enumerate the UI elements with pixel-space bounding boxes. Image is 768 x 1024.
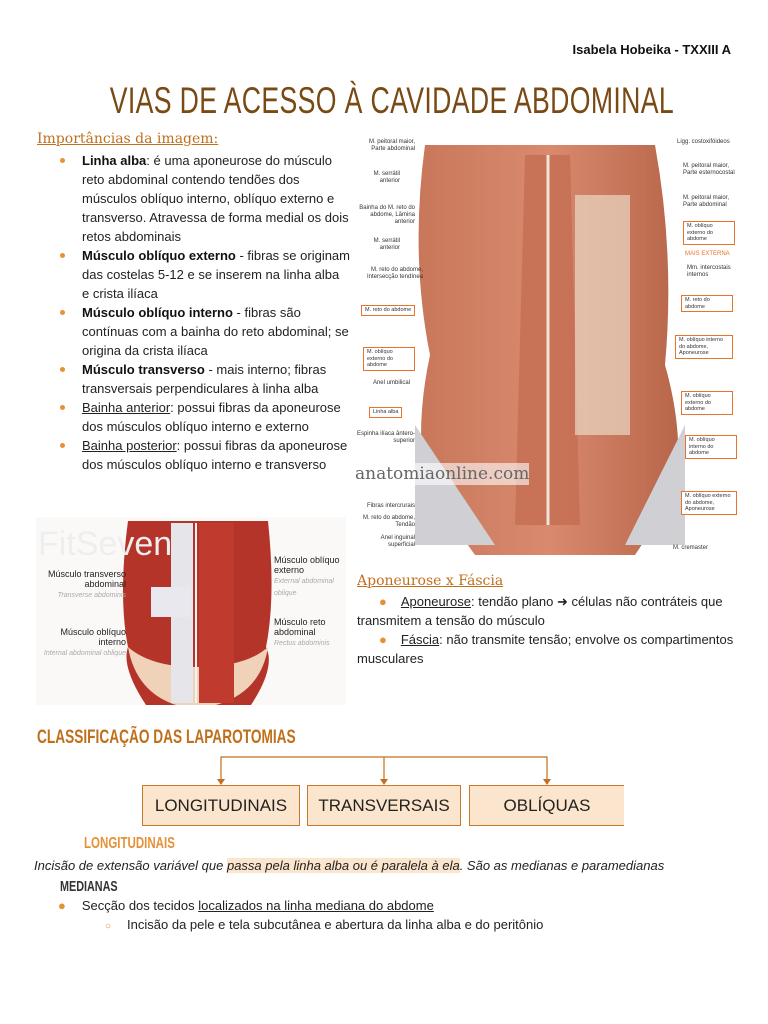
list-item: Bainha posterior: possui fibras da apone… — [58, 436, 350, 474]
medianas-sub-bullet: ○Incisão da pele e tela subcutânea e abe… — [105, 917, 544, 932]
figure-label: Fibras intercrurais — [366, 503, 415, 509]
figure-label: M. peitoral maior, Parte abdominal — [368, 139, 415, 152]
figure-label: M. reto do abdome, Tendão — [362, 515, 415, 528]
figure-label: M. serrátil anterior — [373, 238, 400, 251]
figure-label: Espinha ilíaca ântero-superior — [356, 431, 415, 444]
torso-illustration — [123, 521, 272, 705]
figure-boxed-label: M. oblíquo interno do abdome, Aponeurose — [675, 335, 733, 359]
list-item: Músculo oblíquo interno - fibras são con… — [58, 303, 350, 360]
box-longitudinais: LONGITUDINAIS — [142, 785, 300, 826]
importancias-list: Linha alba: é uma aponeurose do músculo … — [58, 151, 350, 474]
figure-label: M. peitoral maior, Parte abdominal — [683, 195, 730, 208]
classification-connectors — [217, 756, 551, 785]
figure-boxed-label: Linha alba — [369, 407, 403, 418]
figure-label: M. serrátil anterior — [373, 171, 400, 184]
longitudinais-text: Incisão de extensão variável que passa p… — [34, 858, 665, 873]
watermark: anatomiaonline.com — [355, 463, 530, 485]
figure-label: Anel inguinal superficial — [380, 535, 415, 548]
figure-boxed-label: M. reto do abdome — [681, 295, 733, 312]
figure-label: Mm. intercostais internos — [687, 265, 731, 278]
watermark: FitSeven — [38, 525, 173, 563]
author-header: Isabela Hobeika - TXXIII A — [572, 42, 731, 57]
figure-label: Bainha do M. reto do abdome, Lâmina ante… — [359, 205, 415, 225]
figure-boxed-label: M. oblíquo externo do abdome, Aponeurose — [681, 491, 737, 515]
annotation: MAIS EXTERNA — [685, 251, 730, 257]
muscle-illustration — [415, 145, 685, 555]
figure-label: Anel umbilical — [372, 380, 410, 386]
longitudinais-heading: LONGITUDINAIS — [84, 835, 175, 852]
figure-boxed-label: M. oblíquo externo do abdome — [683, 221, 735, 245]
figure-label: M. reto do abdome, Intersecção tendínea — [366, 267, 423, 280]
figure-boxed-label: M. oblíquo externo do abdome — [363, 347, 415, 371]
classificacao-heading: CLASSIFICAÇÃO DAS LAPAROTOMIAS — [37, 727, 296, 748]
list-item: Linha alba: é uma aponeurose do músculo … — [58, 151, 350, 246]
aponeurose-heading: Aponeurose x Fáscia — [357, 573, 504, 589]
figure-label: M. peitoral maior, Parte esternocostal — [683, 163, 735, 176]
list-item: Bainha anterior: possui fibras da aponeu… — [58, 398, 350, 436]
importancias-heading: Importâncias da imagem: — [37, 131, 219, 147]
box-obliquas: OBLÍQUAS — [469, 785, 624, 826]
box-transversais: TRANSVERSAIS — [307, 785, 461, 826]
figure-boxed-label: M. oblíquo externo do abdome — [681, 391, 733, 415]
medianas-bullet: ●Secção dos tecidos localizados na linha… — [58, 898, 434, 913]
figure-boxed-label: M. oblíquo interno do abdome — [685, 435, 737, 459]
list-item: Músculo oblíquo externo - fibras se orig… — [58, 246, 350, 303]
abdominal-muscles-figure: M. peitoral maior, Parte abdominal M. se… — [355, 135, 737, 565]
list-item: ●Aponeurose: tendão plano ➜ células não … — [357, 594, 723, 628]
list-item: ●Fáscia: não transmite tensão; envolve o… — [357, 632, 734, 666]
figure-boxed-label: M. reto do abdome — [361, 305, 416, 316]
medianas-heading: MEDIANAS — [60, 878, 118, 895]
figure-label: M. cremaster — [673, 545, 709, 551]
list-item: Músculo transverso - mais interno; fibra… — [58, 360, 350, 398]
figure-label: Ligg. costoxifóideos — [677, 139, 730, 145]
aponeurose-list: ●Aponeurose: tendão plano ➜ células não … — [357, 592, 737, 668]
page-title: VIAS DE ACESSO À CAVIDADE ABDOMINAL — [109, 80, 675, 121]
